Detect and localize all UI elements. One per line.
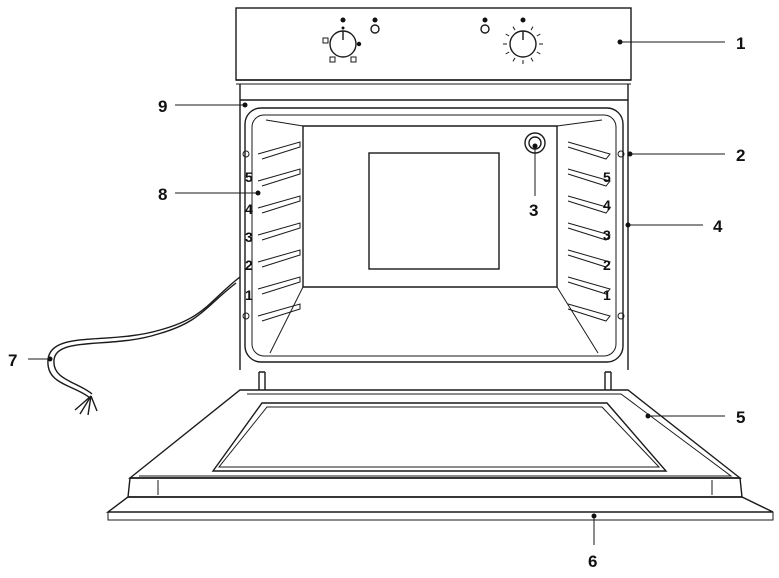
cavity-corner-bottom-left	[269, 286, 304, 354]
oven-body	[239, 84, 629, 370]
callout-label-8: 8	[158, 185, 167, 204]
right-knob-tick	[530, 26, 534, 31]
left-knob-marker-tick	[341, 26, 345, 30]
callout-label-7: 7	[8, 351, 17, 370]
cavity-corner-bottom-right	[556, 286, 599, 354]
shelf-number-left: 2	[245, 257, 253, 273]
left-knob-mark-bottom-right	[350, 56, 357, 63]
control-panel	[235, 7, 632, 85]
right-knob-scale-ticks	[503, 26, 543, 64]
left-knob-mark-right	[356, 41, 362, 47]
door-handle-edge	[107, 512, 774, 521]
right-side-screw-top	[617, 150, 625, 158]
shelf-numbers-right: 5 4 3 2 1	[603, 169, 611, 303]
left-side-screw-top	[242, 150, 250, 158]
right-knob-tick	[505, 51, 510, 55]
cavity-gasket	[251, 114, 617, 357]
oven-cavity	[242, 107, 625, 363]
left-knob-mark-bottom-left	[329, 56, 336, 63]
left-shelf-guides	[257, 141, 301, 322]
cavity-opening	[244, 107, 624, 363]
door-hinge-right	[604, 371, 612, 390]
left-shelf-rail	[257, 276, 301, 295]
right-shelf-rail	[567, 249, 611, 268]
right-knob-tick	[530, 57, 534, 62]
left-shelf-rail	[257, 249, 301, 268]
callout-label-6: 6	[588, 552, 597, 571]
control-panel-frame	[235, 7, 632, 81]
cavity-corner-top-right	[556, 119, 603, 127]
right-shelf-rail	[567, 303, 611, 322]
door-front-frame	[127, 477, 743, 498]
shelf-number-right: 3	[603, 227, 611, 243]
shelf-number-left: 4	[245, 201, 253, 217]
shelf-numbers-left: 5 4 3 2 1	[245, 169, 253, 303]
shelf-number-right: 5	[603, 169, 611, 185]
shelf-number-right: 2	[603, 257, 611, 273]
right-shelf-rail	[567, 141, 611, 160]
indicator-lamp-left	[370, 17, 380, 34]
power-cable	[47, 276, 241, 416]
left-shelf-rail	[257, 168, 301, 187]
left-shelf-rail	[257, 141, 301, 160]
right-knob-tick	[512, 57, 516, 62]
leader-lines	[28, 39, 725, 545]
cable-plug-wires	[74, 395, 98, 416]
door-inner-edge	[139, 393, 733, 477]
right-shelf-rail	[567, 168, 611, 187]
left-side-screw-bottom	[242, 312, 250, 320]
callout-label-4: 4	[713, 217, 723, 236]
left-knob-mark-left	[322, 37, 329, 44]
door-hinge-left	[258, 371, 266, 390]
callout-label-5: 5	[736, 408, 745, 427]
oven-door	[105, 389, 774, 521]
shelf-number-right: 4	[603, 197, 611, 213]
right-knob-tick	[505, 33, 510, 37]
door-glass	[211, 402, 668, 472]
callout-label-3: 3	[529, 201, 538, 220]
right-side-screw-bottom	[617, 312, 625, 320]
right-shelf-guides	[567, 141, 611, 322]
right-shelf-rail	[567, 195, 611, 214]
callout-label-9: 9	[158, 97, 167, 116]
shelf-number-left: 3	[245, 229, 253, 245]
right-knob-tick	[536, 33, 541, 37]
right-knob-marker-top	[520, 17, 526, 23]
cavity-corner-top-left	[265, 119, 304, 127]
right-knob	[503, 17, 543, 64]
indicator-lamp-right	[480, 17, 490, 34]
door-bottom-lip	[105, 496, 774, 513]
left-knob-marker-top	[340, 17, 346, 23]
shelf-number-left: 5	[245, 169, 253, 185]
rear-fan-cover	[368, 152, 500, 270]
left-shelf-rail	[257, 222, 301, 241]
shelf-number-right: 1	[603, 287, 611, 303]
left-knob	[322, 17, 362, 63]
right-shelf-rail	[567, 222, 611, 241]
callout-labels: 1 2 3 4 5 6 7 8 9	[8, 34, 745, 571]
right-knob-tick	[536, 51, 541, 55]
callout-label-1: 1	[736, 34, 745, 53]
cavity-back-wall	[302, 125, 558, 288]
callout-label-2: 2	[736, 146, 745, 165]
door-glass-inner	[217, 406, 661, 468]
right-shelf-rail	[567, 276, 611, 295]
right-knob-tick	[512, 26, 516, 31]
left-shelf-rail	[257, 195, 301, 214]
left-shelf-rail	[257, 303, 301, 322]
shelf-number-left: 1	[245, 287, 253, 303]
